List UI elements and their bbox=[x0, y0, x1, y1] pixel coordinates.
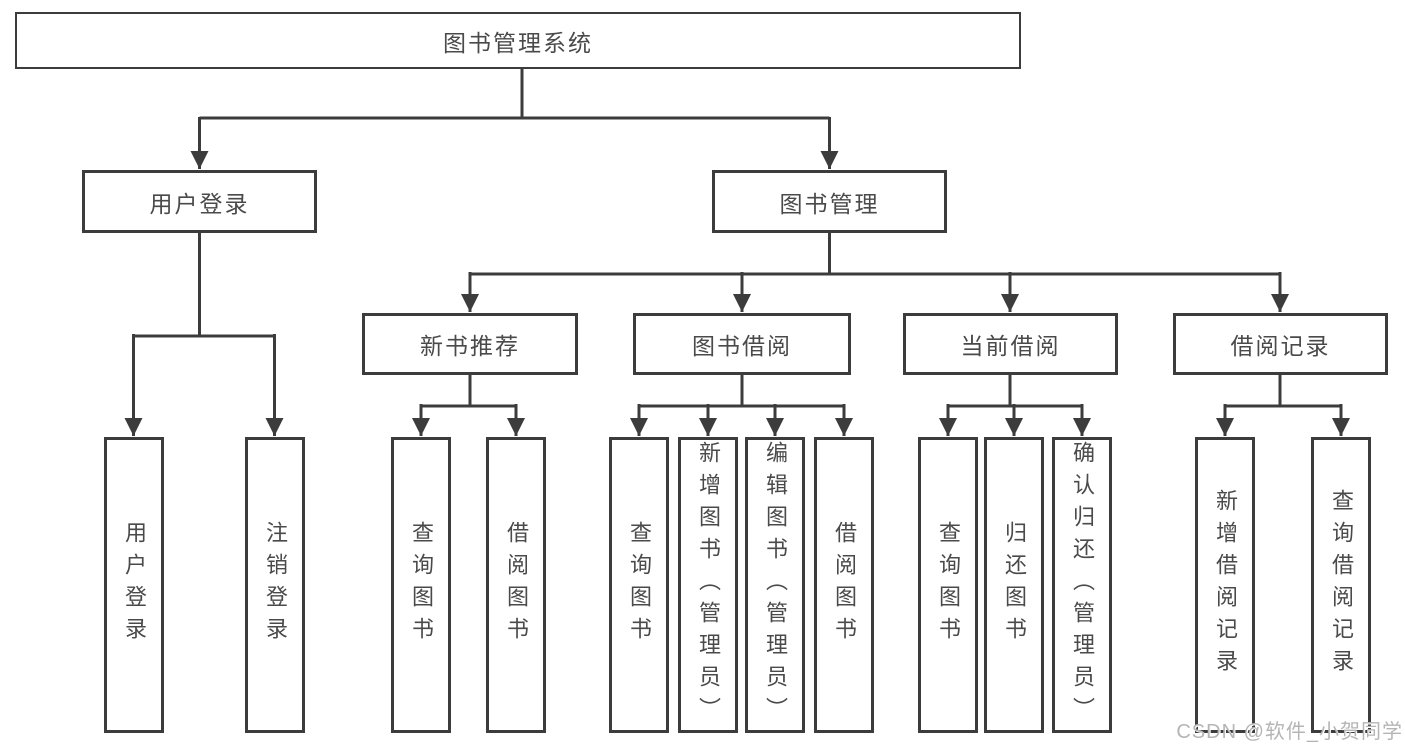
node-current-borrow-label: 当前借阅 bbox=[960, 333, 1061, 359]
leaf-bb-edit-book-admin: 编辑图书（管理员） bbox=[745, 437, 805, 733]
leaf-rec-query-record: 查询借阅记录 bbox=[1311, 437, 1371, 733]
connector-user-login-stub bbox=[133, 233, 275, 338]
leaf-nb-borrow-book: 借阅图书 bbox=[486, 437, 546, 733]
leaf-cb-query-book: 查询图书 bbox=[918, 437, 978, 733]
leaf-nb-query-book: 查询图书 bbox=[391, 437, 451, 733]
node-current-borrow: 当前借阅 bbox=[903, 313, 1118, 375]
leaf-logout: 注销登录 bbox=[245, 437, 305, 733]
node-borrow-records: 借阅记录 bbox=[1173, 313, 1388, 375]
node-root-label: 图书管理系统 bbox=[443, 29, 593, 56]
node-book-borrow: 图书借阅 bbox=[633, 313, 851, 375]
leaf-bb-add-book-admin: 新增图书（管理员） bbox=[678, 437, 738, 733]
node-borrow-records-label: 借阅记录 bbox=[1230, 333, 1331, 359]
leaf-cb-confirm-return-admin: 确认归还（管理员） bbox=[1052, 437, 1112, 733]
leaf-bb-borrow-book-label: 借阅图书 bbox=[832, 521, 857, 649]
leaf-bb-query-book: 查询图书 bbox=[609, 437, 669, 733]
leaf-nb-query-book-label: 查询图书 bbox=[409, 521, 434, 649]
leaf-bb-query-book-label: 查询图书 bbox=[627, 521, 652, 649]
connector-borrow-stub bbox=[639, 375, 844, 408]
connector-new-book-stub bbox=[421, 375, 516, 408]
connector-current-stub bbox=[948, 375, 1082, 408]
node-user-login-label: 用户登录 bbox=[149, 190, 250, 217]
leaf-logout-label: 注销登录 bbox=[263, 521, 288, 649]
csdn-watermark: CSDN @软件_小贺同学 bbox=[1176, 721, 1403, 743]
connector-root-stub bbox=[199, 68, 830, 120]
leaf-bb-edit-book-admin-label: 编辑图书（管理员） bbox=[763, 441, 788, 729]
node-new-book-recommend: 新书推荐 bbox=[362, 313, 578, 375]
leaf-cb-return-book-label: 归还图书 bbox=[1002, 521, 1027, 649]
leaf-user-login-label: 用户登录 bbox=[122, 521, 147, 649]
leaf-bb-borrow-book: 借阅图书 bbox=[814, 437, 874, 733]
leaf-cb-query-book-label: 查询图书 bbox=[936, 521, 961, 649]
node-book-management: 图书管理 bbox=[712, 170, 947, 233]
node-book-borrow-label: 图书借阅 bbox=[692, 333, 792, 359]
leaf-nb-borrow-book-label: 借阅图书 bbox=[504, 521, 529, 649]
leaf-rec-query-record-label: 查询借阅记录 bbox=[1329, 489, 1354, 681]
node-book-management-label: 图书管理 bbox=[779, 190, 880, 217]
node-root: 图书管理系统 bbox=[15, 12, 1021, 69]
leaf-user-login: 用户登录 bbox=[104, 437, 164, 733]
connector-book-mgmt-stub bbox=[470, 233, 1280, 276]
connector-records-stub bbox=[1225, 375, 1341, 408]
node-new-book-recommend-label: 新书推荐 bbox=[420, 333, 520, 359]
leaf-cb-return-book: 归还图书 bbox=[984, 437, 1044, 733]
leaf-cb-confirm-return-admin-label: 确认归还（管理员） bbox=[1070, 441, 1095, 729]
node-user-login: 用户登录 bbox=[82, 170, 317, 233]
leaf-rec-add-record-label: 新增借阅记录 bbox=[1213, 489, 1238, 681]
leaf-rec-add-record: 新增借阅记录 bbox=[1195, 437, 1255, 733]
leaf-bb-add-book-admin-label: 新增图书（管理员） bbox=[696, 441, 721, 729]
